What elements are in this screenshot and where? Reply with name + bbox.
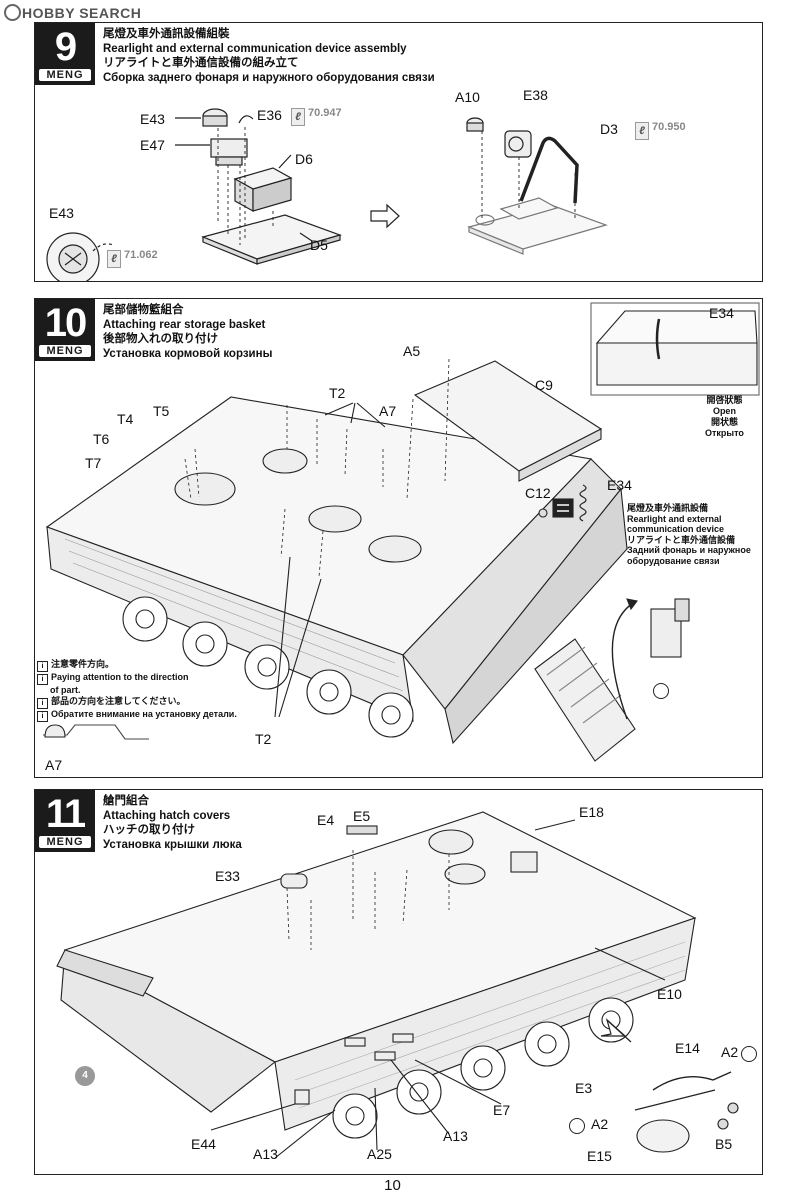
part-label: E43 xyxy=(140,111,165,127)
title-ru: Сборка заднего фонаря и наружного оборуд… xyxy=(103,71,435,84)
rearlight-callout: 尾燈及車外通訊設備 Rearlight and external communi… xyxy=(627,503,751,566)
title-en: Attaching rear storage basket xyxy=(103,318,266,331)
part-label: T2 xyxy=(329,385,346,401)
part-label: E38 xyxy=(523,87,548,103)
step-10-titles: 尾部儲物籃組合 Attaching rear storage basket 後部… xyxy=(103,303,272,361)
page-number: 10 xyxy=(384,1177,401,1194)
step-9-titles: 尾燈及車外通訊設備組裝 Rearlight and external commu… xyxy=(103,27,435,85)
part-label: T6 xyxy=(93,431,110,447)
title-zh: 尾燈及車外通訊設備組裝 xyxy=(103,28,230,40)
step-9-badge: 9 MENG xyxy=(35,23,95,85)
part-label: T4 xyxy=(117,411,134,427)
part-label: C12 xyxy=(525,485,551,501)
part-label: E33 xyxy=(215,868,240,884)
brand-logo: MENG xyxy=(39,69,91,81)
part-label: E3 xyxy=(575,1080,593,1096)
part-label: A13 xyxy=(253,1146,278,1162)
info-icon: i xyxy=(37,698,48,709)
step-9-panel: 9 MENG 尾燈及車外通訊設備組裝 Rearlight and externa… xyxy=(34,22,763,282)
info-icon: i xyxy=(37,674,48,685)
no-glue-icon xyxy=(741,1046,757,1062)
no-glue-icon xyxy=(569,1118,585,1134)
no-glue-icon xyxy=(653,683,669,699)
paint-brush-icon: ℓ xyxy=(291,108,305,126)
title-en: Rearlight and external communication dev… xyxy=(103,42,407,55)
paint-brush-icon: ℓ xyxy=(107,250,121,268)
part-label: D5 xyxy=(310,237,328,253)
step-10-diagram xyxy=(43,302,760,762)
part-label: A10 xyxy=(455,89,480,105)
part-label: T2 xyxy=(255,731,272,747)
title-ru: Установка крышки люка xyxy=(103,838,242,851)
step-number: 10 xyxy=(44,301,88,345)
info-icon: i xyxy=(37,661,48,672)
step-11-diagram xyxy=(56,811,739,1159)
part-label: C9 xyxy=(535,377,553,393)
part-label: D3 xyxy=(600,121,618,137)
part-label: A7 xyxy=(379,403,397,419)
part-label: E7 xyxy=(493,1102,511,1118)
part-label: B5 xyxy=(715,1136,733,1152)
part-label: E44 xyxy=(191,1136,216,1152)
part-label: E4 xyxy=(317,812,335,828)
title-zh: 尾部儲物籃組合 xyxy=(103,304,184,316)
part-label: E36 xyxy=(257,107,282,123)
title-ru: Установка кормовой корзины xyxy=(103,347,273,360)
open-state-label: 開啓狀態 Open 開状態 Открыто xyxy=(705,395,744,438)
w-badge: 4 xyxy=(75,1066,95,1086)
part-label: A13 xyxy=(443,1128,468,1144)
step-11-badge: 11 MENG xyxy=(35,790,95,852)
brand-logo: MENG xyxy=(39,836,91,848)
title-ja: 後部物入れの取り付け xyxy=(103,333,218,345)
step-number: 11 xyxy=(45,792,86,836)
paint-brush-icon: ℓ xyxy=(635,122,649,140)
title-en: Attaching hatch covers xyxy=(103,809,231,822)
part-label: T5 xyxy=(153,403,170,419)
part-label: A7 xyxy=(45,757,63,773)
step-11-panel: 11 MENG 艙門組合 Attaching hatch covers ハッチの… xyxy=(34,789,763,1175)
part-label: E34 xyxy=(607,477,632,493)
step-10-badge: 10 MENG xyxy=(35,299,95,361)
step-number: 9 xyxy=(54,25,77,69)
part-label: E14 xyxy=(675,1040,700,1056)
watermark: HOBBY SEARCH xyxy=(4,4,141,21)
step-10-panel: 10 MENG 尾部儲物籃組合 Attaching rear storage b… xyxy=(34,298,763,778)
part-label: T7 xyxy=(85,455,102,471)
part-label: A25 xyxy=(367,1146,392,1162)
part-label: A2 xyxy=(721,1044,739,1060)
title-zh: 艙門組合 xyxy=(103,795,149,807)
brand-logo: MENG xyxy=(39,345,91,357)
part-label: E18 xyxy=(579,804,604,820)
part-label: A2 xyxy=(591,1116,609,1132)
part-label: D6 xyxy=(295,151,313,167)
title-ja: リアライトと車外通信設備の組み立て xyxy=(103,57,299,69)
watermark-logo-icon xyxy=(4,4,21,21)
step-9-diagram xyxy=(46,108,608,281)
part-label: E5 xyxy=(353,808,371,824)
part-label: E34 xyxy=(709,305,734,321)
part-label: E15 xyxy=(587,1148,612,1164)
info-icon: i xyxy=(37,711,48,722)
title-ja: ハッチの取り付け xyxy=(103,824,195,836)
part-label: E47 xyxy=(140,137,165,153)
part-label: A5 xyxy=(403,343,421,359)
step-11-titles: 艙門組合 Attaching hatch covers ハッチの取り付け Уст… xyxy=(103,794,242,852)
part-label: E10 xyxy=(657,986,682,1002)
part-label: E43 xyxy=(49,205,74,221)
